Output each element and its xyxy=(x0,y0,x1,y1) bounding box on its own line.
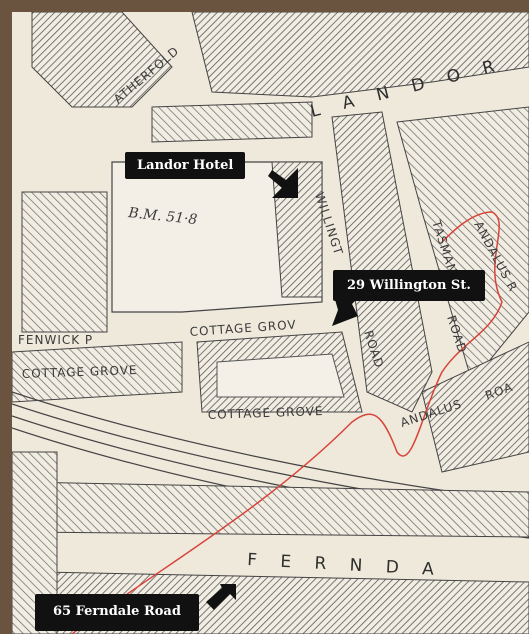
route-line xyxy=(71,211,503,634)
callout-willington: 29 Willington St. xyxy=(333,270,485,301)
block-north-east xyxy=(191,12,529,98)
callout-landor-hotel-label: Landor Hotel xyxy=(137,158,234,173)
road-label-fenwick: FENWICK P xyxy=(18,333,93,347)
road-label-cottage-grove-3: COTTAGE GROVE xyxy=(208,404,324,422)
arrow-ferndale-icon xyxy=(206,584,236,610)
callout-ferndale-label: 65 Ferndale Road xyxy=(53,604,181,619)
block-west xyxy=(21,191,108,333)
map-drawing: ATHERFOLD L A N D O R WILLINGT ROAD TASM… xyxy=(12,12,529,634)
block-ferndale-north xyxy=(21,481,529,538)
callout-willington-label: 29 Willington St. xyxy=(347,278,471,293)
callout-ferndale: 65 Ferndale Road xyxy=(35,594,199,631)
block-andalus xyxy=(421,341,529,473)
callout-landor-hotel: Landor Hotel xyxy=(125,152,246,179)
road-label-cottage-grove-1: COTTAGE GROVE xyxy=(22,363,138,381)
benchmark-label: B.M. 51·8 xyxy=(127,205,199,228)
block-atherfold xyxy=(31,12,173,108)
historic-street-map[interactable]: ATHERFOLD L A N D O R WILLINGT ROAD TASM… xyxy=(12,12,529,634)
arrow-landor-hotel-icon xyxy=(268,168,298,198)
block-landor-north xyxy=(151,101,313,143)
block-cottage-grove-south xyxy=(12,341,183,403)
arrow-willington-icon xyxy=(332,296,360,326)
block-cottage-grove-inner-light xyxy=(216,353,345,398)
